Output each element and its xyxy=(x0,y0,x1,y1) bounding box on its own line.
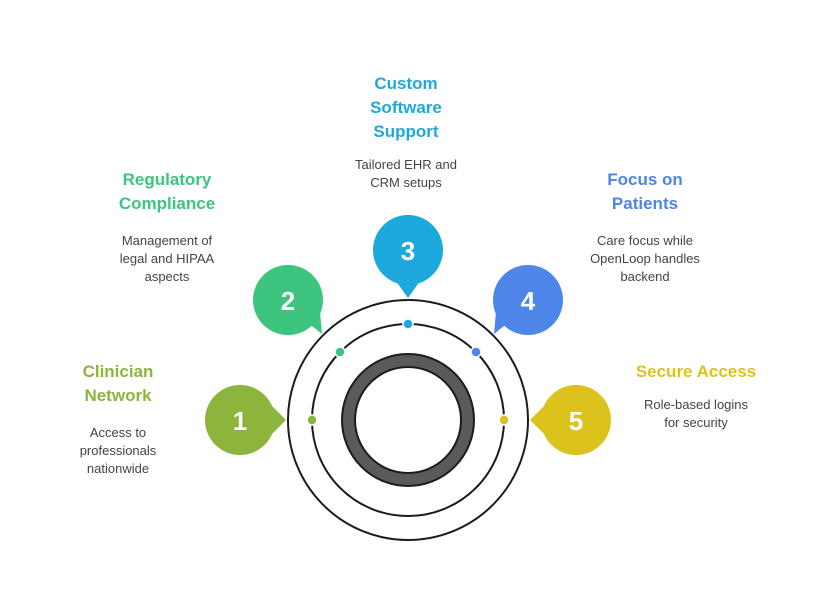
step-3-title: Custom Software Support xyxy=(370,74,442,141)
step-3-bubble xyxy=(373,215,443,285)
step-5-bubble xyxy=(541,385,611,455)
step-1-ring-dot xyxy=(306,414,318,426)
step-4-description: Care focus while OpenLoop handles backen… xyxy=(590,233,700,284)
step-1-title: Clinician Network xyxy=(82,362,154,405)
step-3-number: 3 xyxy=(401,236,415,266)
step-3-bubble-tail xyxy=(396,281,420,298)
step-2-title: Regulatory Compliance xyxy=(118,170,216,213)
step-5-description: Role-based logins for security xyxy=(643,397,749,430)
step-2-description: Management of legal and HIPAA aspects xyxy=(119,233,215,284)
step-1-description: Access to professionals nationwide xyxy=(79,425,157,476)
step-2-bubble xyxy=(253,265,323,335)
step-1-number: 1 xyxy=(233,406,247,436)
step-4-bubble xyxy=(493,265,563,335)
step-bubbles: 1 2 3 4 5 xyxy=(205,215,611,455)
hub-center xyxy=(354,366,462,474)
step-5-ring-dot xyxy=(498,414,510,426)
step-4-number: 4 xyxy=(521,286,536,316)
step-4-title: Focus on Patients xyxy=(607,170,683,213)
step-2-ring-dot xyxy=(334,346,346,358)
step-5-title: Secure Access xyxy=(635,362,757,381)
step-1-bubble-tail xyxy=(272,406,286,434)
step-4-ring-dot xyxy=(470,346,482,358)
step-3-ring-dot xyxy=(402,318,414,330)
outer-ring xyxy=(287,299,529,541)
step-3-description: Tailored EHR and CRM setups xyxy=(355,157,457,190)
step-1-bubble xyxy=(205,385,275,455)
step-2-number: 2 xyxy=(281,286,295,316)
step-5-number: 5 xyxy=(569,406,583,436)
step-5-bubble-tail xyxy=(530,406,544,434)
